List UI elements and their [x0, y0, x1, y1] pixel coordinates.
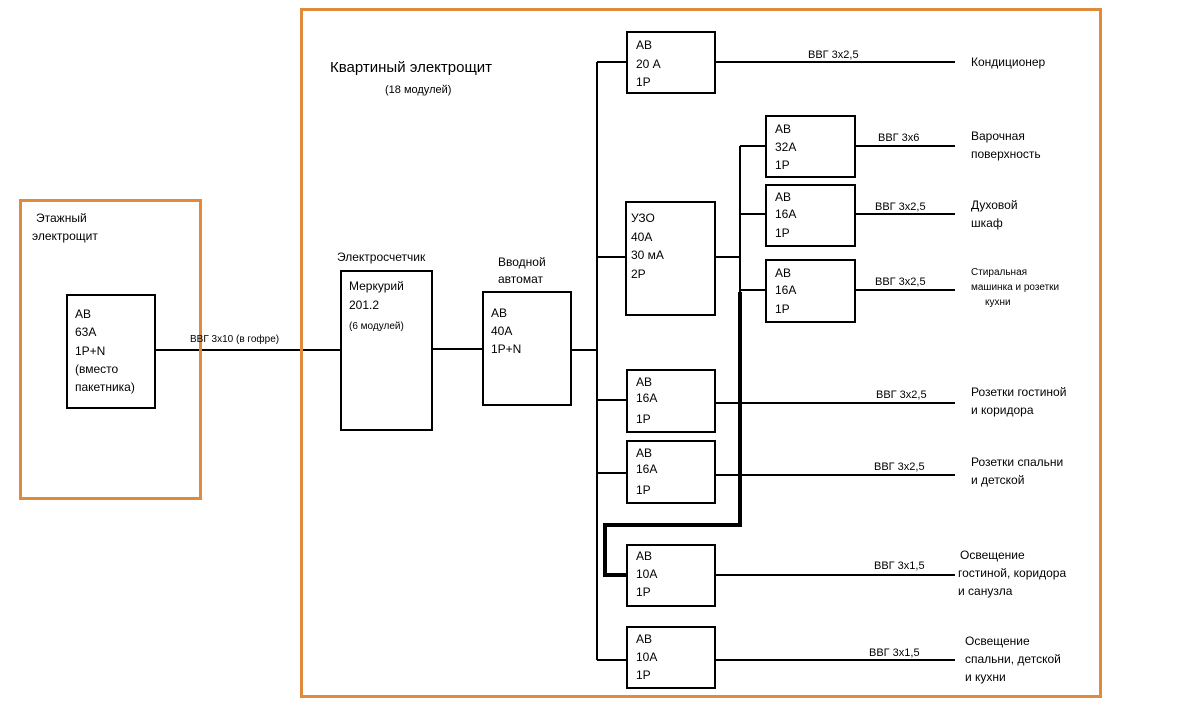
load-label-oven: Духовой	[971, 198, 1018, 212]
feed-cable-label: ВВГ 3х10 (в гофре)	[190, 334, 280, 345]
oven-breaker-line: 16А	[775, 207, 797, 221]
cable-label-bedroom-sockets: ВВГ 3х2,5	[874, 461, 925, 473]
load-label-light1: и санузла	[958, 584, 1013, 598]
input-breaker-line: АВ	[491, 306, 508, 320]
load-label-ac: Кондиционер	[971, 55, 1046, 69]
living-sockets-breaker	[626, 369, 716, 433]
cable-label-washer: ВВГ 3х2,5	[875, 276, 926, 288]
input-breaker-label-1: Вводной	[498, 255, 546, 269]
main-breaker-line: (вместо	[75, 362, 119, 376]
rcd-feed-light1	[603, 292, 742, 577]
meter-label: Электросчетчик	[337, 250, 426, 264]
living-sockets-breaker-line: АВ	[636, 375, 653, 389]
rcd	[625, 201, 716, 316]
light2-breaker	[626, 626, 716, 689]
load-label-washer: машинка и розетки	[971, 282, 1060, 293]
main-breaker-line: АВ	[75, 307, 92, 321]
input-breaker-line: 40А	[491, 324, 513, 338]
bedroom-sockets-breaker-line: АВ	[636, 446, 653, 460]
meter-line: (6 модулей)	[349, 321, 404, 332]
light2-breaker-line: АВ	[636, 632, 653, 646]
oven-breaker	[765, 184, 856, 247]
apartment-panel-subtitle: (18 модулей)	[385, 84, 452, 96]
light1-breaker-line: 10А	[636, 567, 658, 581]
load-label-cooktop: Варочная	[971, 129, 1025, 143]
load-label-washer: Стиральная	[971, 267, 1028, 278]
meter-line: 201.2	[349, 298, 380, 312]
living-sockets-breaker-line: 16А	[636, 391, 658, 405]
load-label-bedroom-sockets: и детской	[971, 473, 1025, 487]
ac-breaker-line: 1Р	[636, 75, 651, 89]
oven-breaker-line: АВ	[775, 190, 792, 204]
light2-breaker-line: 10А	[636, 650, 658, 664]
load-label-living-sockets: Розетки гостиной	[971, 385, 1067, 399]
input-breaker-label-2: автомат	[498, 272, 543, 286]
ac-breaker-line: АВ	[636, 38, 653, 52]
cooktop-breaker-line: 32А	[775, 140, 797, 154]
rcd-line: 2Р	[631, 267, 646, 281]
rcd-line: 30 мА	[631, 248, 664, 262]
input-breaker-line: 1Р+N	[491, 342, 522, 356]
load-label-cooktop: поверхность	[971, 147, 1041, 161]
cable-label-light1: ВВГ 3х1,5	[874, 560, 925, 572]
cooktop-breaker-line: 1Р	[775, 158, 790, 172]
rcd-line: УЗО	[631, 211, 655, 225]
light2-breaker-line: 1Р	[636, 668, 651, 682]
load-label-oven: шкаф	[971, 216, 1003, 230]
load-label-light1: Освещение	[960, 548, 1025, 562]
main-breaker-line: 63А	[75, 325, 97, 339]
light1-breaker-line: АВ	[636, 549, 653, 563]
load-label-light1: гостиной, коридора	[958, 566, 1067, 580]
load-label-bedroom-sockets: Розетки спальни	[971, 455, 1064, 469]
cable-label-ac: ВВГ 3х2,5	[808, 49, 859, 61]
electricity-meter	[340, 270, 433, 431]
cable-label-light2: ВВГ 3х1,5	[869, 647, 920, 659]
main-breaker-line: 1Р+N	[75, 344, 106, 358]
washer-breaker-line: АВ	[775, 266, 792, 280]
load-label-living-sockets: и коридора	[971, 403, 1034, 417]
cable-label-oven: ВВГ 3х2,5	[875, 201, 926, 213]
living-sockets-breaker-line: 1Р	[636, 412, 651, 426]
ac-breaker-line: 20 А	[636, 57, 661, 71]
load-label-light2: и кухни	[965, 670, 1006, 684]
floor-panel-label-2: электрощит	[32, 229, 98, 243]
cable-label-living-sockets: ВВГ 3х2,5	[876, 389, 927, 401]
cooktop-breaker-line: АВ	[775, 122, 792, 136]
washer-breaker-line: 1Р	[775, 302, 790, 316]
meter-line: Меркурий	[349, 279, 404, 293]
oven-breaker-line: 1Р	[775, 226, 790, 240]
washer-breaker	[765, 259, 856, 323]
load-label-light2: спальни, детской	[965, 652, 1061, 666]
input-breaker	[482, 291, 572, 406]
apartment-panel-title: Квартиный электрощит	[330, 59, 493, 76]
bedroom-sockets-breaker	[626, 440, 716, 504]
bedroom-sockets-breaker-line: 1Р	[636, 483, 651, 497]
light1-breaker	[626, 544, 716, 607]
washer-breaker-line: 16А	[775, 283, 797, 297]
load-label-washer: кухни	[985, 297, 1011, 308]
ac-breaker	[626, 31, 716, 94]
rcd-line: 40А	[631, 230, 653, 244]
cooktop-breaker	[765, 115, 856, 178]
main-breaker-line: пакетника)	[75, 380, 135, 394]
bedroom-sockets-breaker-line: 16А	[636, 462, 658, 476]
main-breaker	[66, 294, 156, 409]
load-label-light2: Освещение	[965, 634, 1030, 648]
light1-breaker-line: 1Р	[636, 585, 651, 599]
floor-panel-label-1: Этажный	[36, 211, 87, 225]
cable-label-cooktop: ВВГ 3х6	[878, 132, 920, 144]
apartment-panel	[300, 8, 1102, 698]
floor-panel	[19, 199, 202, 500]
